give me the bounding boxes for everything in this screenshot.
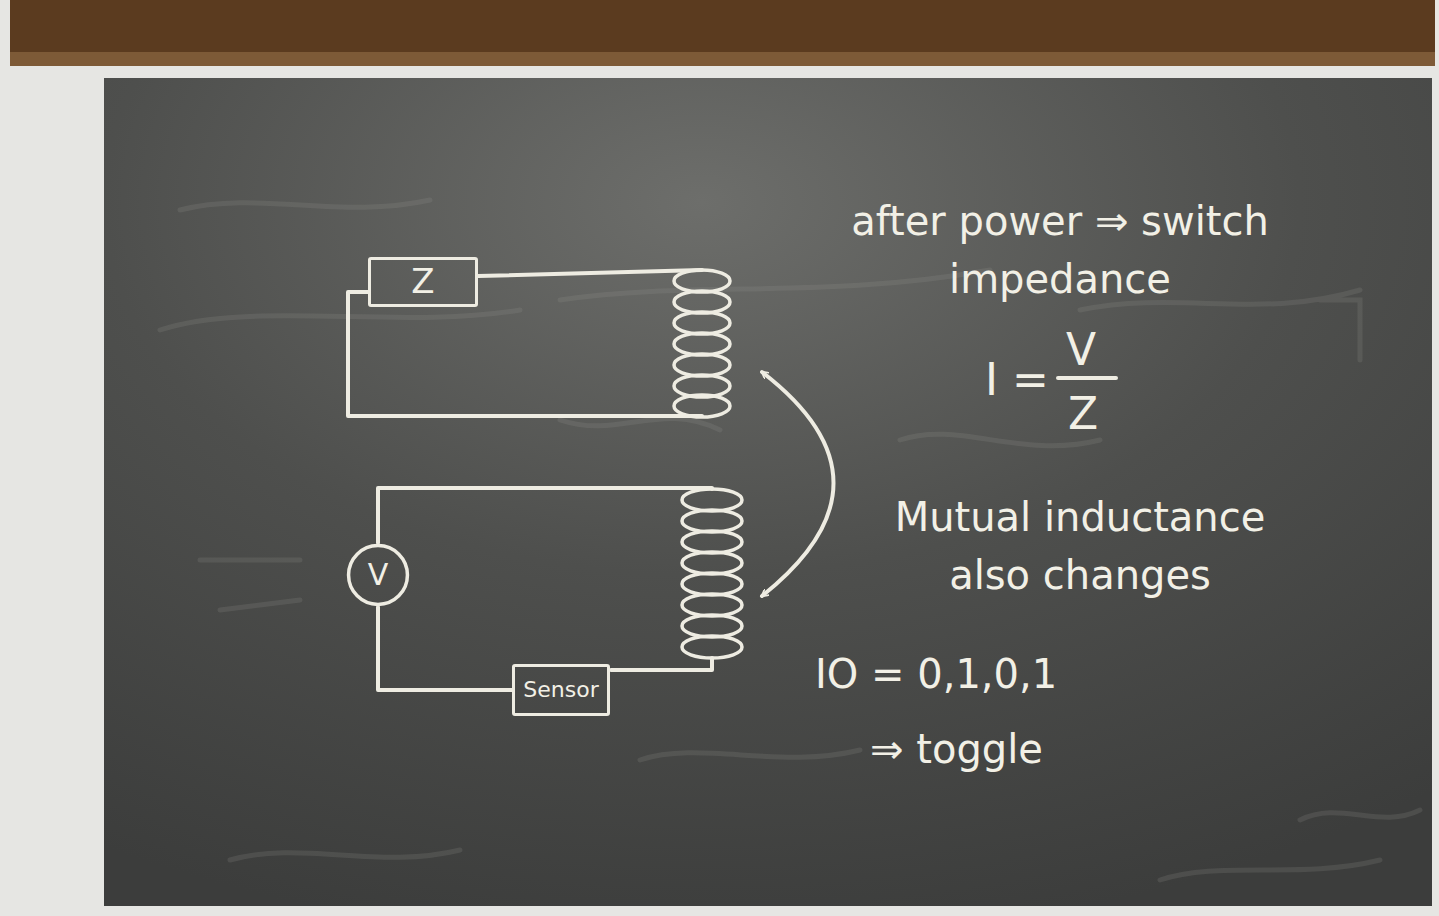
impedance-box: Z: [368, 257, 478, 307]
equation-text: I =: [985, 348, 1049, 412]
node-label: Z: [411, 262, 434, 301]
source-outline: [349, 546, 408, 605]
primary-coil: [674, 270, 730, 417]
note-text: after power ⇒ switch impedance: [790, 192, 1330, 308]
circuit-wires: [348, 270, 712, 670]
fraction-bar: [1058, 376, 1116, 380]
sensor-box: Sensor: [512, 664, 610, 716]
note-text: Mutual inductance also changes: [850, 488, 1310, 604]
wire: [378, 607, 512, 690]
note-text: ⇒ toggle: [870, 720, 1043, 778]
secondary-coil: [682, 489, 742, 658]
coupling-arrow: [762, 372, 834, 596]
equation-numerator: V: [1066, 318, 1096, 382]
node-label: Sensor: [523, 677, 598, 702]
equation-denominator: Z: [1068, 382, 1098, 446]
note-text: IO = 0,1,0,1: [815, 645, 1057, 703]
voltage-source: V: [346, 543, 410, 607]
board-surface: [104, 78, 1432, 906]
node-label: V: [368, 558, 389, 593]
chalk-smudges: [160, 200, 1420, 880]
